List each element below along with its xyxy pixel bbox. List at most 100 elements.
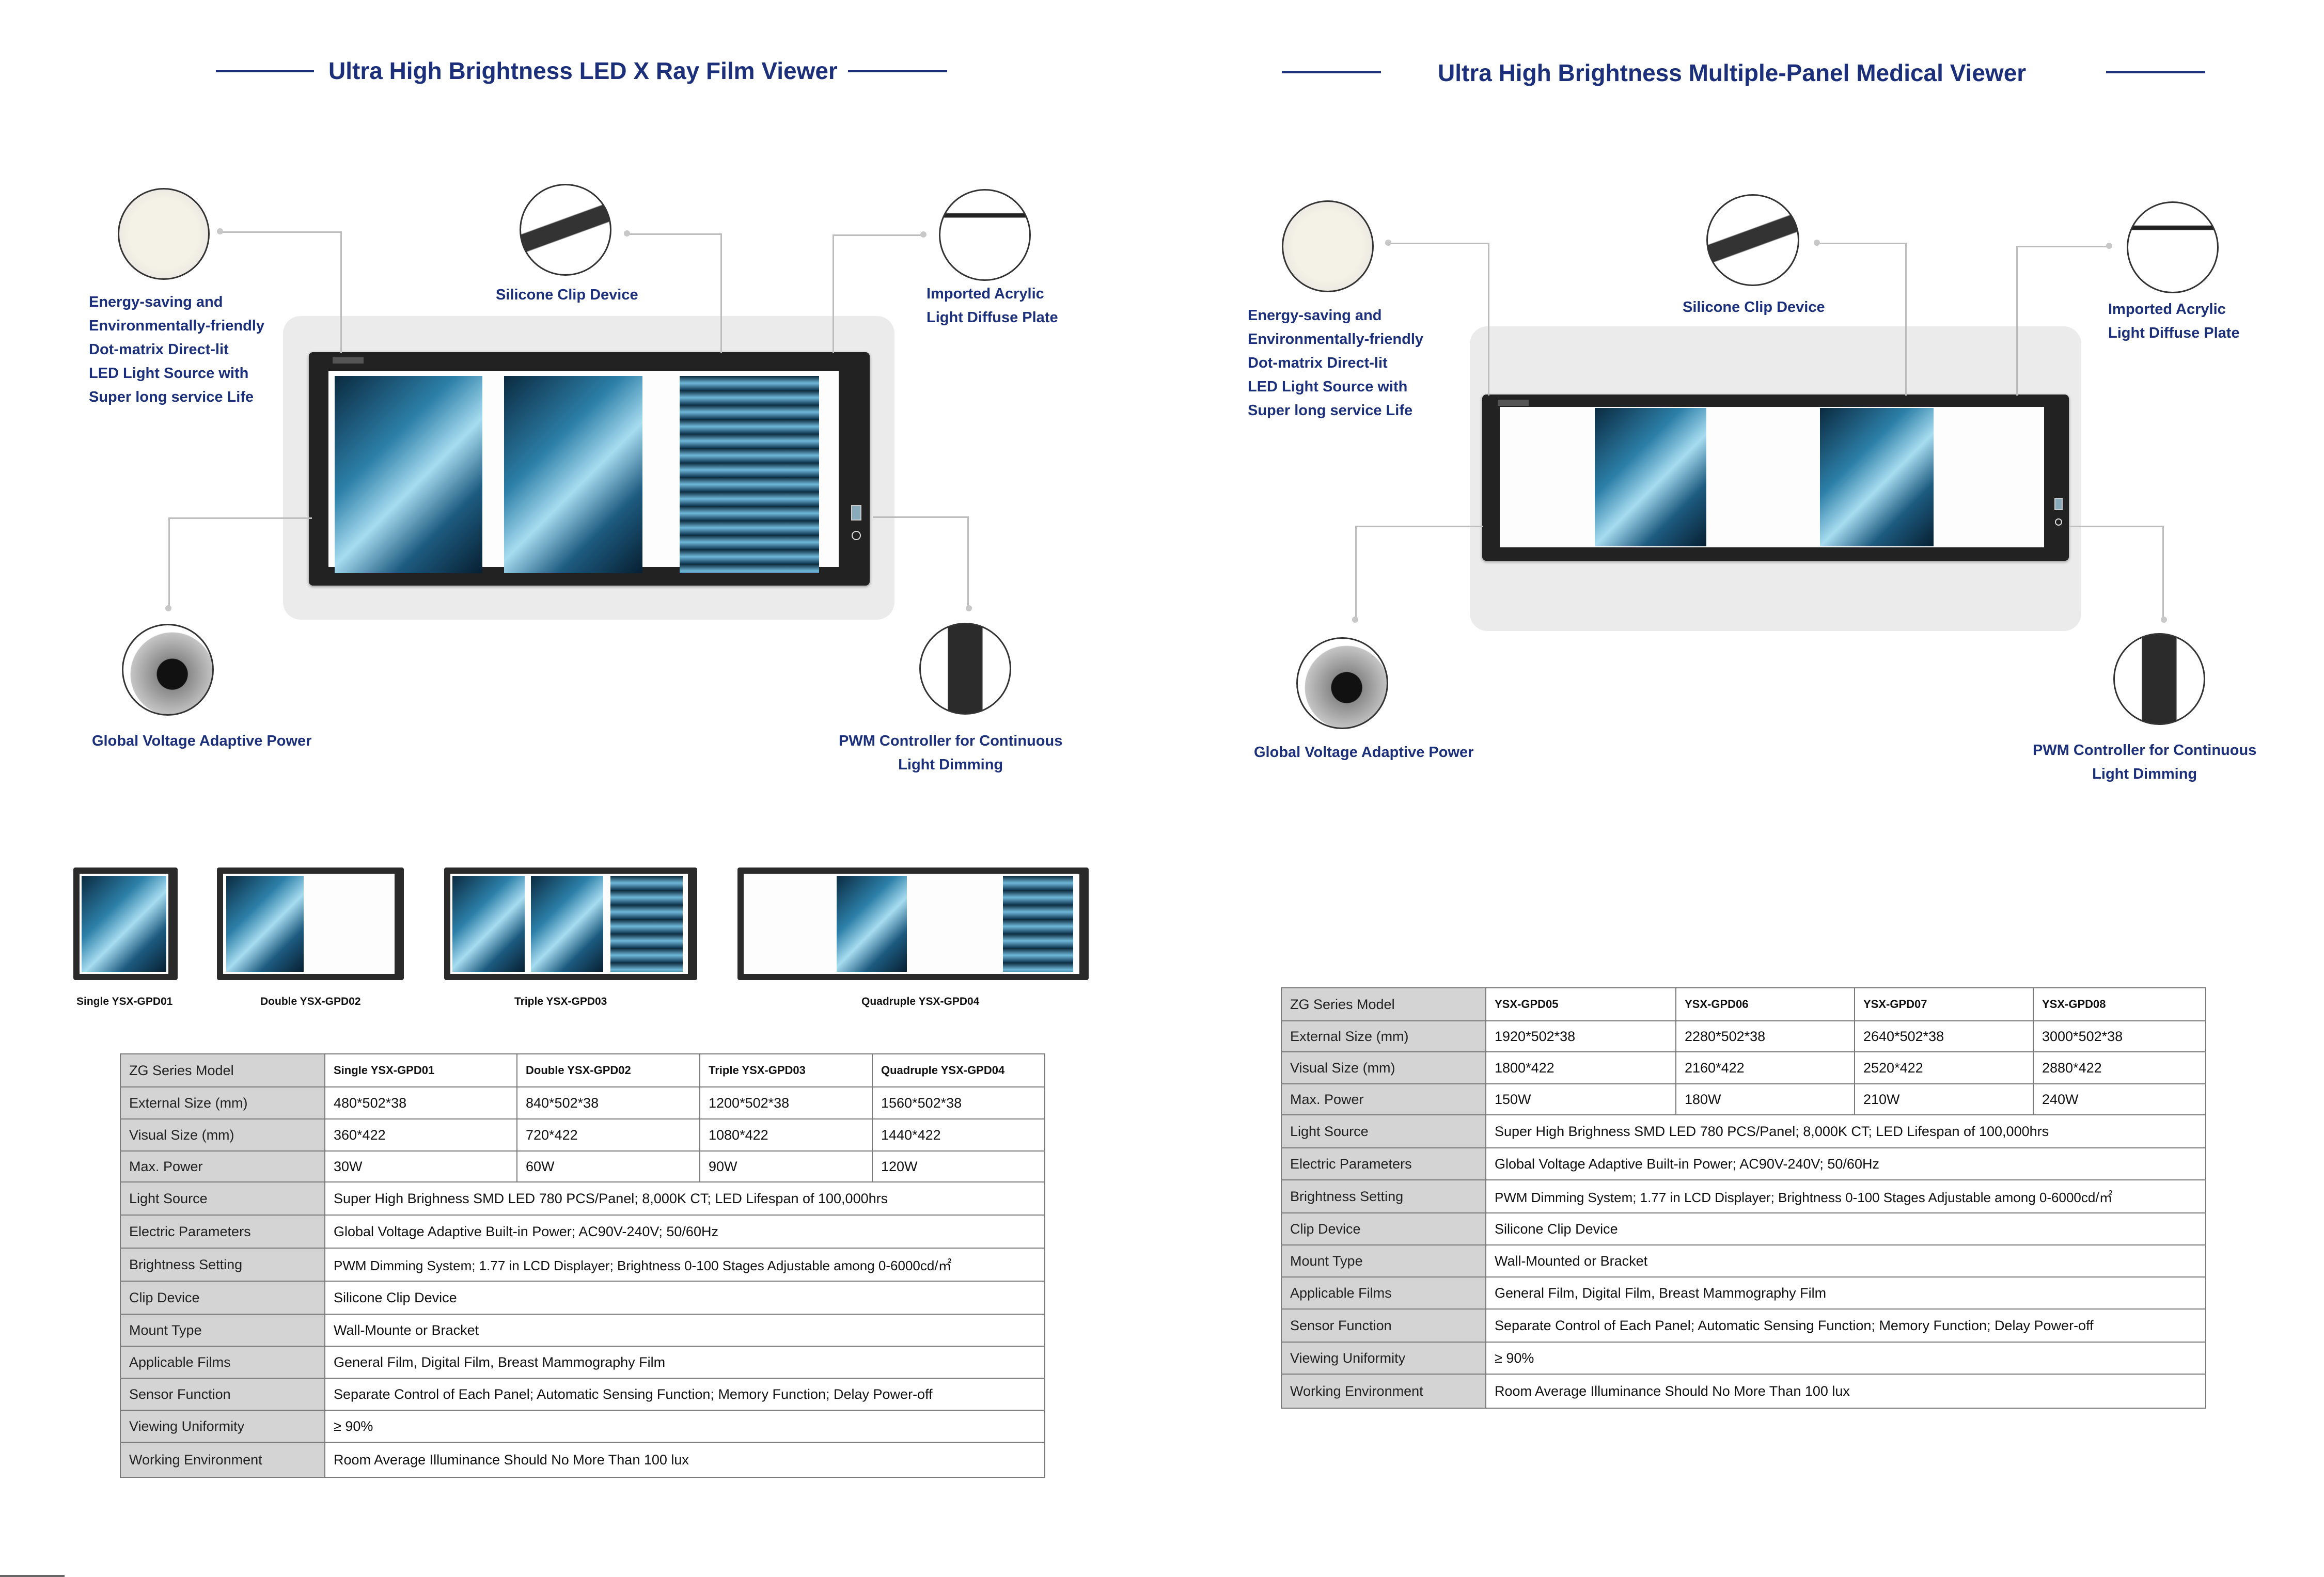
silicone-clip-icon [520,184,611,276]
table-row: Visual Size (mm) 360*422 720*422 1080*42… [120,1118,1045,1152]
thumbnail-caption: Quadruple YSX-GPD04 [861,996,980,1007]
connector-dot [2161,617,2167,623]
feature-label-clip: Silicone Clip Device [1683,299,1825,316]
feature-label-power: Global Voltage Adaptive Power [92,733,312,749]
controller-knob [2055,518,2062,526]
cell-value: 2160*422 [1675,1051,1855,1084]
cell-value: 240W [2033,1083,2206,1115]
thumbnail-caption: Single YSX-GPD01 [76,996,173,1007]
model-name: Single YSX-GPD01 [324,1053,517,1087]
table-row: Viewing Uniformity≥ 90% [1281,1342,2206,1375]
row-label: Working Environment [1281,1374,1486,1409]
led-chip-icon [118,188,210,280]
model-name: YSX-GPD07 [1854,987,2034,1021]
row-label: Sensor Function [120,1378,325,1411]
row-label: Light Source [1281,1114,1486,1148]
connector-line [629,233,722,353]
right-title-line-right [2106,71,2205,73]
cell-value: 60W [516,1150,700,1182]
xray-film [504,376,642,573]
xray-film [82,876,166,972]
cell-value: 720*422 [516,1118,700,1152]
controller-knob [852,531,861,540]
model-name: YSX-GPD05 [1485,987,1676,1021]
connector-line [1818,243,1907,396]
table-row: Max. Power 30W 60W 90W 120W [120,1150,1045,1182]
cell-value: Separate Control of Each Panel; Automati… [324,1378,1045,1411]
controller-screen [2054,498,2063,510]
connector-line [833,234,925,353]
connector-dot [966,605,972,611]
row-label: Visual Size (mm) [1281,1051,1486,1084]
row-label: External Size (mm) [1281,1020,1486,1052]
xray-film [837,876,907,972]
feature-label-led: Energy-saving and Environmentally-friend… [89,294,265,405]
row-label: Mount Type [120,1314,325,1347]
row-label: Visual Size (mm) [120,1118,325,1152]
model-name: Triple YSX-GPD03 [699,1053,873,1087]
cell-value: Global Voltage Adaptive Built-in Power; … [324,1215,1045,1249]
cell-value: 90W [699,1150,873,1182]
xray-film [531,876,603,972]
left-spec-table: ZG Series Model Single YSX-GPD01 Double … [120,1053,1045,1478]
row-label: Working Environment [120,1442,325,1478]
cell-value: 150W [1485,1083,1676,1115]
connector-dot [2106,243,2112,249]
thumbnail-single [73,868,178,980]
row-label: ZG Series Model [1281,987,1486,1021]
left-viewer-image [309,352,870,586]
xray-film [226,876,304,972]
xray-film [1003,876,1073,972]
connector-dot [217,228,223,234]
table-header-row: ZG Series Model Single YSX-GPD01 Double … [120,1053,1045,1087]
right-viewer-image [1482,395,2069,561]
right-page-title: Ultra High Brightness Multiple-Panel Med… [1438,59,2027,86]
cell-value: 210W [1854,1083,2034,1115]
connector-dot [1385,240,1391,246]
table-row: Visual Size (mm) 1800*422 2160*422 2520*… [1281,1051,2206,1084]
connector-line [1355,526,1483,620]
xray-film [335,376,482,573]
row-label: Applicable Films [1281,1276,1486,1310]
table-row: Viewing Uniformity≥ 90% [120,1410,1045,1443]
row-label: Brightness Setting [120,1248,325,1282]
cell-value: Wall-Mounted or Bracket [1485,1244,2206,1278]
cell-value: 1800*422 [1485,1051,1676,1084]
row-label: External Size (mm) [120,1086,325,1119]
connector-dot [624,230,630,236]
cell-value: 2520*422 [1854,1051,2034,1084]
feature-label-acrylic: Imported Acrylic Light Diffuse Plate [2108,301,2240,341]
row-label: Viewing Uniformity [120,1410,325,1443]
connector-dot [920,231,927,238]
thumbnail-caption: Triple YSX-GPD03 [514,996,607,1007]
left-title-line-right [848,70,947,72]
connector-dot [165,605,171,611]
cell-value: Silicone Clip Device [324,1281,1045,1315]
cell-value: PWM Dimming System; 1.77 in LCD Displaye… [324,1248,1045,1282]
connector-line [873,516,969,608]
cell-value: 840*502*38 [516,1086,700,1119]
row-label: ZG Series Model [120,1053,325,1087]
feature-label-acrylic: Imported Acrylic Light Diffuse Plate [927,286,1058,326]
connector-line [168,517,312,608]
cell-value: Wall-Mounte or Bracket [324,1314,1045,1347]
model-name: YSX-GPD06 [1675,987,1855,1021]
row-label: Viewing Uniformity [1281,1342,1486,1375]
row-label: Brightness Setting [1281,1179,1486,1213]
connector-line [222,231,342,353]
table-row: Max. Power 150W 180W 210W 240W [1281,1083,2206,1115]
brand-logo [333,357,364,364]
cell-value: Separate Control of Each Panel; Automati… [1485,1308,2206,1343]
table-header-row: ZG Series Model YSX-GPD05 YSX-GPD06 YSX-… [1281,987,2206,1021]
cell-value: 3000*502*38 [2033,1020,2206,1052]
silicone-clip-icon [1706,194,1799,286]
